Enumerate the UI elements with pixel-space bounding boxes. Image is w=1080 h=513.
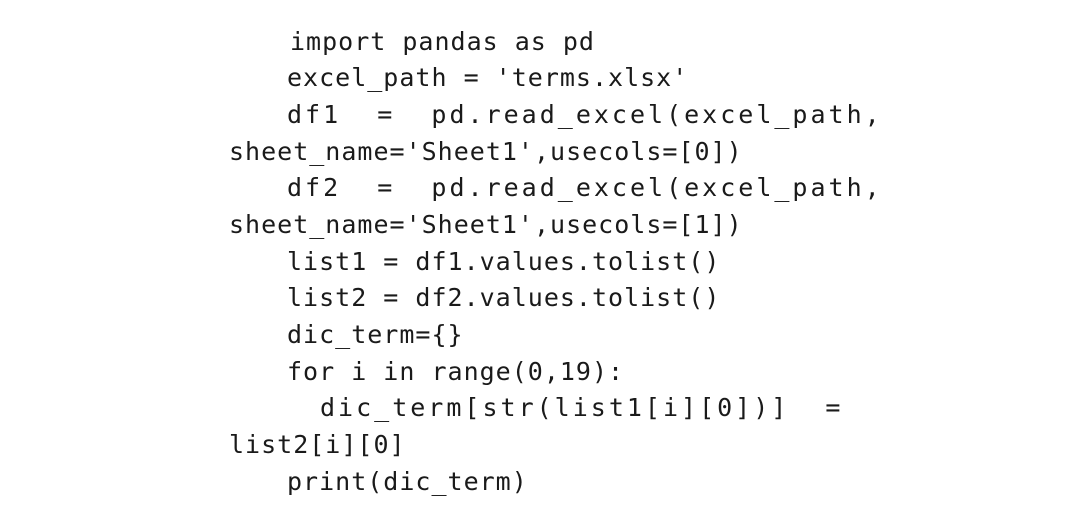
code-line: dic_term={} — [287, 320, 464, 349]
code-line: import pandas as pd — [290, 27, 595, 56]
code-line: excel_path = 'terms.xlsx' — [287, 63, 689, 92]
code-line: list1 = df1.values.tolist() — [287, 247, 721, 276]
code-line: list2[i][0] — [229, 430, 406, 459]
code-line: sheet_name='Sheet1',usecols=[0]) — [229, 137, 743, 166]
code-line: sheet_name='Sheet1',usecols=[1]) — [229, 210, 743, 239]
code-line: for i in range(0,19): — [287, 357, 625, 386]
code-line: print(dic_term) — [287, 467, 528, 496]
code-line: dic_term[str(list1[i][0])] = — [320, 393, 844, 422]
code-line: df2 = pd.read_excel(excel_path, — [287, 173, 883, 202]
code-line: df1 = pd.read_excel(excel_path, — [287, 100, 883, 129]
code-line: list2 = df2.values.tolist() — [287, 283, 721, 312]
